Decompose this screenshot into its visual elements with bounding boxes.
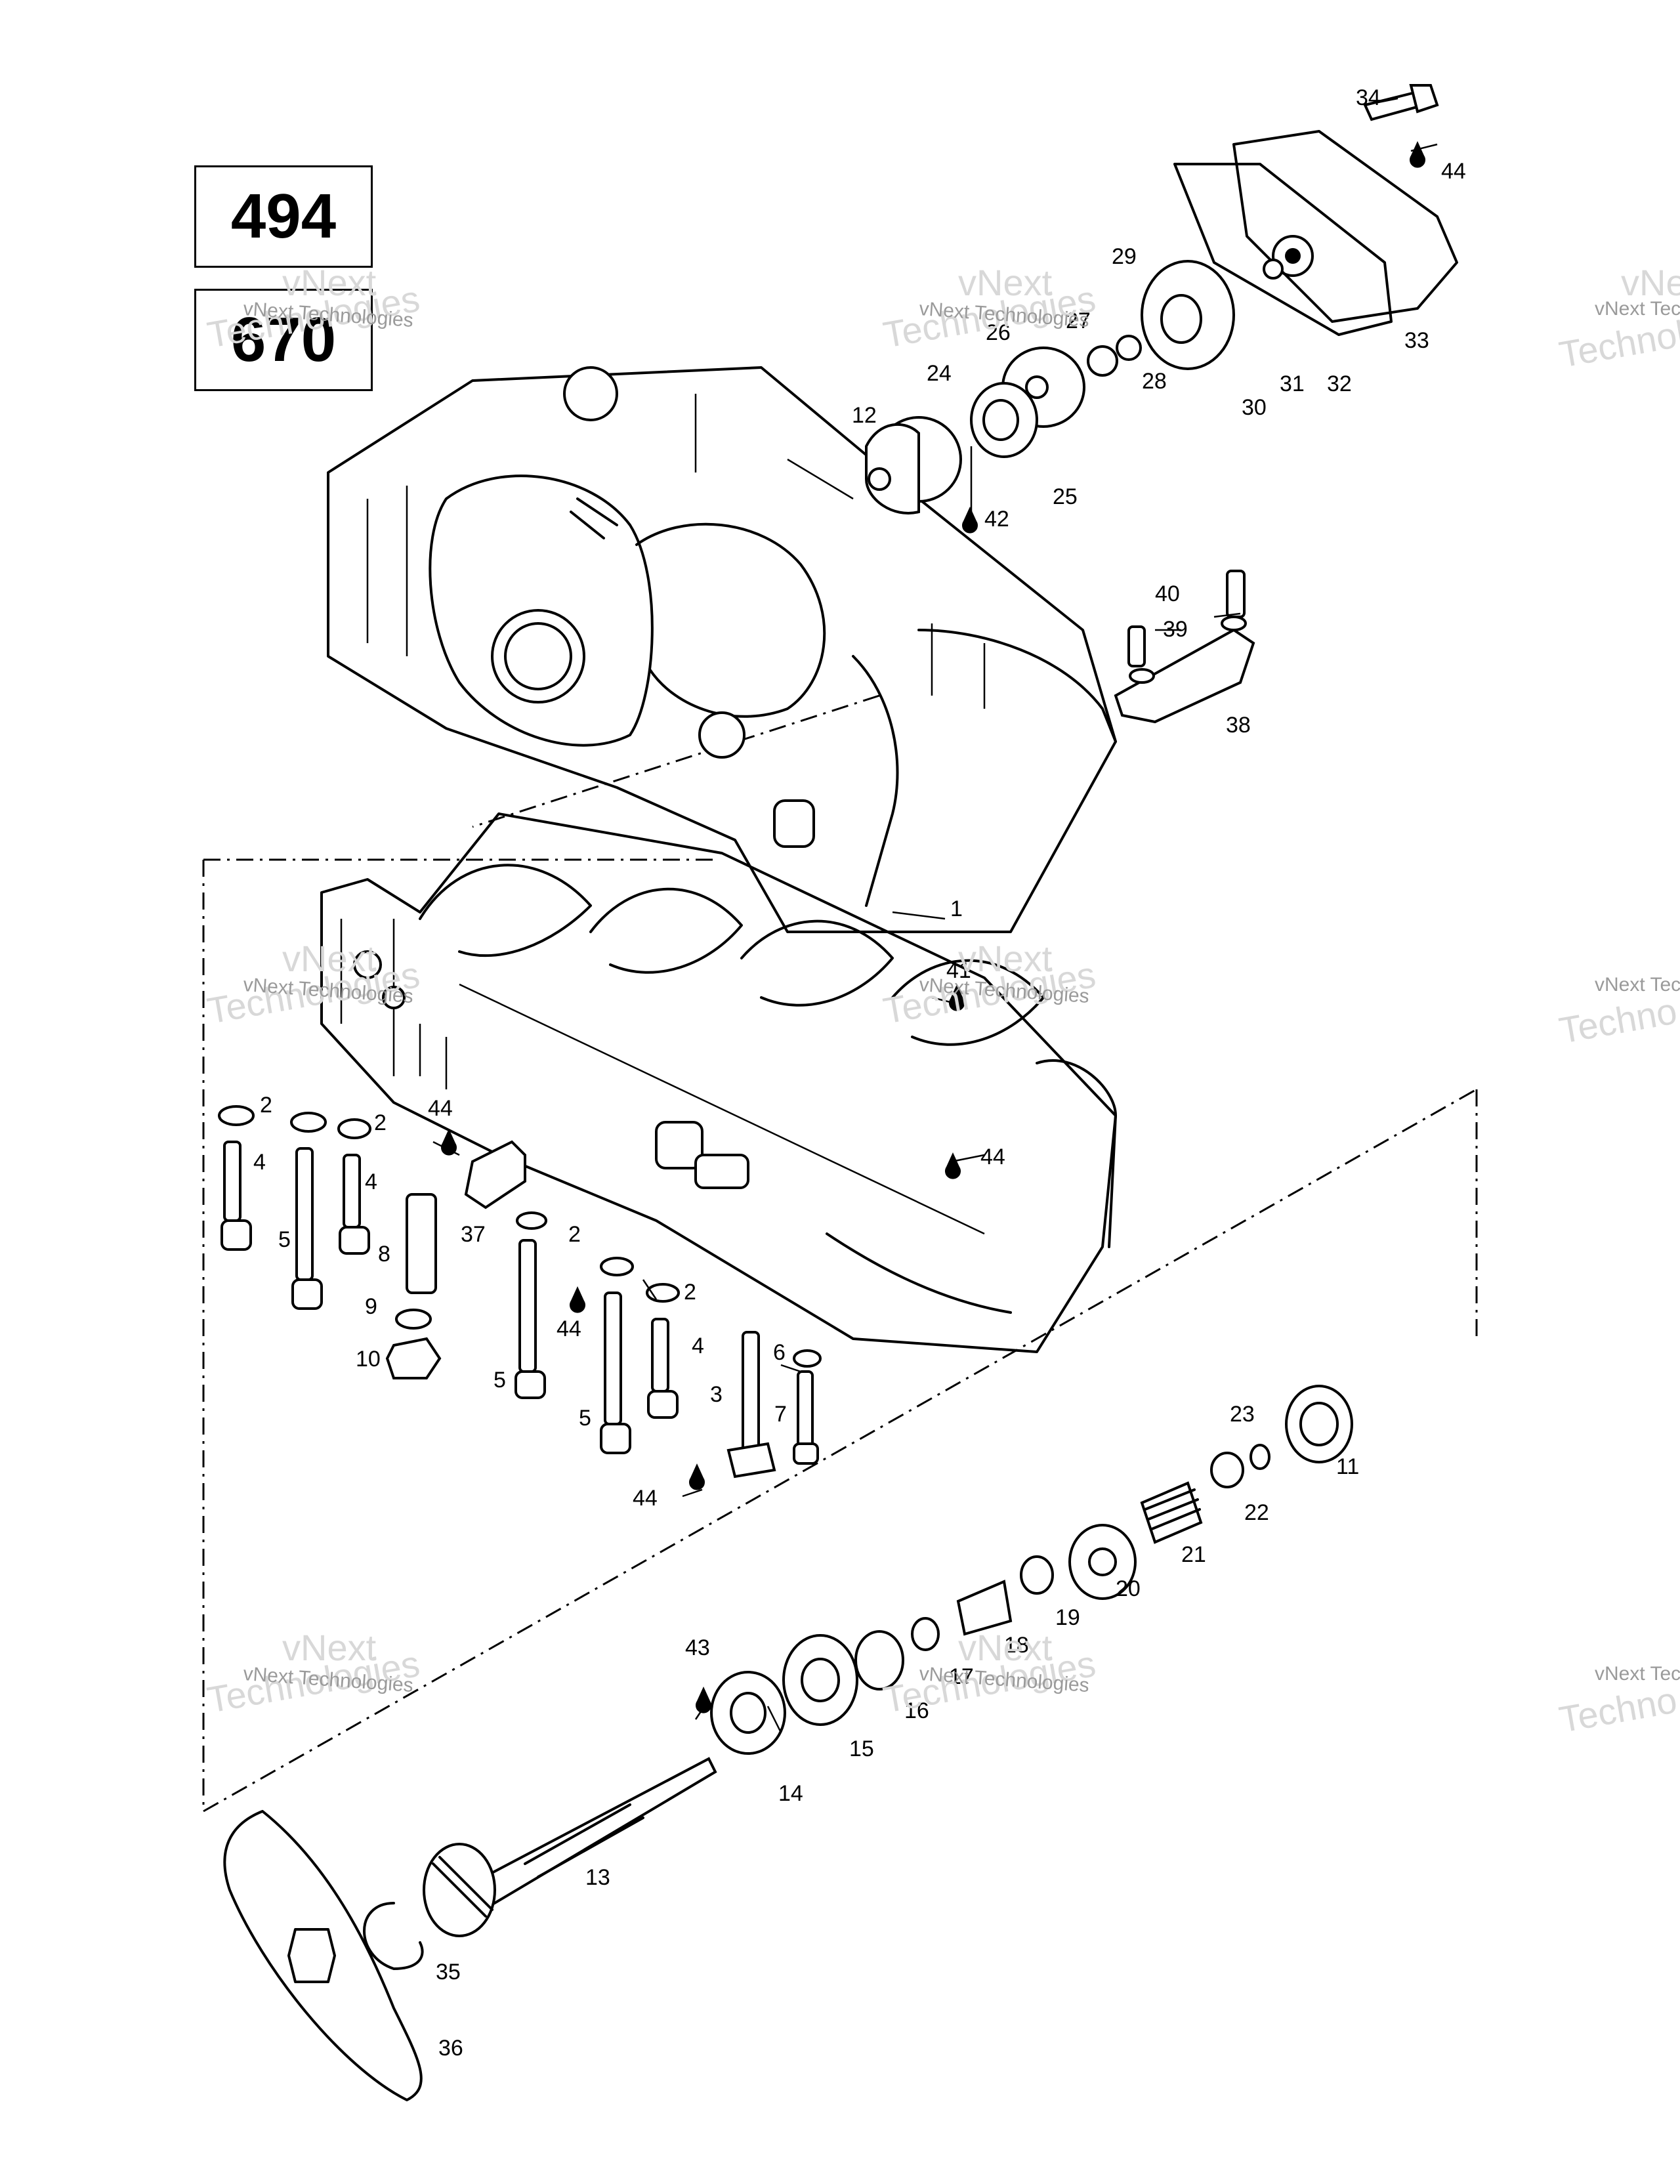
callout-2c: 2 (568, 1222, 581, 1247)
callout-28: 28 (1142, 369, 1167, 394)
watermark-big-6a: vNext (958, 1627, 1053, 1668)
assembly-boundary-lines (202, 694, 1478, 1813)
upper-crankcase-drawing (327, 366, 1117, 933)
callout-1: 1 (950, 896, 963, 921)
watermark-edge-6: Techno (1556, 1679, 1680, 1740)
callout-36: 36 (438, 2036, 463, 2061)
callout-5a: 5 (278, 1227, 291, 1252)
callout-12: 12 (852, 403, 877, 428)
watermark-edge-5: vNext Tec (1595, 1663, 1680, 1685)
callout-24: 24 (927, 361, 952, 386)
callout-14: 14 (778, 1781, 803, 1806)
callout-44a: 44 (1441, 159, 1466, 184)
callout-31: 31 (1280, 371, 1305, 396)
callout-9: 9 (365, 1294, 377, 1319)
callout-44c: 44 (428, 1096, 453, 1121)
watermark-edge-3: vNext Tec (1595, 974, 1680, 996)
watermark-big-5a: vNext (282, 1627, 377, 1668)
callout-27: 27 (1066, 308, 1091, 333)
callout-37: 37 (461, 1222, 486, 1247)
callout-2a: 2 (260, 1093, 272, 1118)
callout-4c: 4 (692, 1334, 704, 1358)
callout-5b: 5 (494, 1368, 506, 1393)
callout-20: 20 (1116, 1576, 1141, 1601)
watermark-edge-1: vNext Tec (1595, 298, 1680, 320)
callout-43: 43 (685, 1635, 710, 1660)
watermark-edge-7: vNext (1621, 262, 1680, 303)
callout-labels: 1 2 2 2 2 3 4 4 4 5 5 5 6 7 8 9 10 11 12… (253, 85, 1466, 2061)
callout-25: 25 (1053, 484, 1078, 509)
callout-7: 7 (774, 1402, 787, 1427)
fastener-group-left (218, 1105, 822, 1479)
watermark-big-2a: vNext (958, 262, 1053, 303)
callout-44e: 44 (633, 1486, 658, 1511)
callout-35: 35 (436, 1960, 461, 1984)
callout-4b: 4 (365, 1169, 377, 1194)
callout-29: 29 (1112, 244, 1137, 269)
callout-6: 6 (773, 1340, 786, 1365)
lubrication-drop-markers (441, 141, 1425, 1713)
callout-23: 23 (1230, 1402, 1255, 1427)
callout-30: 30 (1242, 395, 1267, 420)
callout-2b: 2 (374, 1110, 387, 1135)
callout-21: 21 (1181, 1542, 1206, 1567)
engine-code-494: 494 (230, 181, 337, 251)
callout-11: 11 (1336, 1454, 1359, 1479)
callout-5c: 5 (579, 1406, 591, 1431)
callout-41: 41 (946, 958, 971, 983)
callout-13: 13 (585, 1865, 610, 1890)
callout-39: 39 (1163, 617, 1188, 642)
callout-17: 17 (949, 1664, 974, 1689)
callout-26: 26 (986, 320, 1011, 345)
lower-crankcase-drawing (320, 812, 1117, 1353)
callout-33: 33 (1404, 328, 1429, 353)
watermark-big-4a: vNext (958, 938, 1053, 979)
callout-16: 16 (904, 1698, 929, 1723)
circlip-and-plate (223, 1810, 424, 2101)
callout-22: 22 (1244, 1500, 1269, 1525)
callout-44d: 44 (556, 1316, 581, 1341)
top-right-cover-assembly (865, 84, 1458, 514)
callout-40: 40 (1155, 581, 1180, 606)
callout-34: 34 (1356, 85, 1381, 110)
callout-18: 18 (1004, 1633, 1029, 1658)
callout-19: 19 (1055, 1605, 1080, 1630)
callout-2d: 2 (684, 1280, 696, 1305)
engine-code-box-670: 670 (194, 289, 373, 391)
callout-32: 32 (1327, 371, 1352, 396)
watermark-big-3a: vNext (282, 938, 377, 979)
callout-8: 8 (378, 1242, 390, 1267)
callout-4a: 4 (253, 1150, 266, 1175)
watermark-edge-4: Techno (1556, 990, 1680, 1051)
watermark-big-1a: vNext (282, 262, 377, 303)
callout-10: 10 (356, 1347, 381, 1372)
callout-38: 38 (1226, 713, 1251, 738)
shaft-assembly (423, 1385, 1353, 1937)
callout-42: 42 (984, 507, 1009, 532)
engine-code-670: 670 (230, 304, 337, 375)
callout-44b: 44 (980, 1144, 1005, 1169)
engine-code-box-494: 494 (194, 165, 373, 268)
bracket-assembly (1114, 570, 1255, 724)
callout-3: 3 (710, 1382, 723, 1407)
callout-15: 15 (849, 1736, 874, 1761)
